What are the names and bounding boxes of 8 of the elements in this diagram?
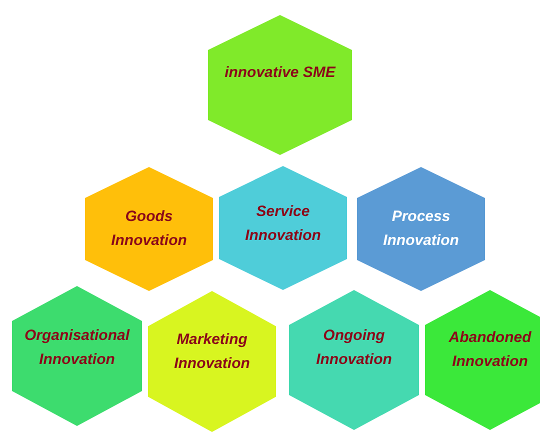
- hexagon-label: Ongoing Innovation: [315, 326, 393, 370]
- hexagon-label: Process Innovation: [382, 207, 460, 251]
- hexagon-label: Goods Innovation: [110, 207, 188, 251]
- hexagon-label: Organisational Innovation: [23, 326, 131, 370]
- hexagon-label: Marketing Innovation: [173, 330, 251, 374]
- hexagon-label: Abandoned Innovation: [448, 328, 532, 372]
- hexagon-label: innovative SME: [224, 63, 336, 83]
- hexagon-label: Service Innovation: [244, 202, 322, 246]
